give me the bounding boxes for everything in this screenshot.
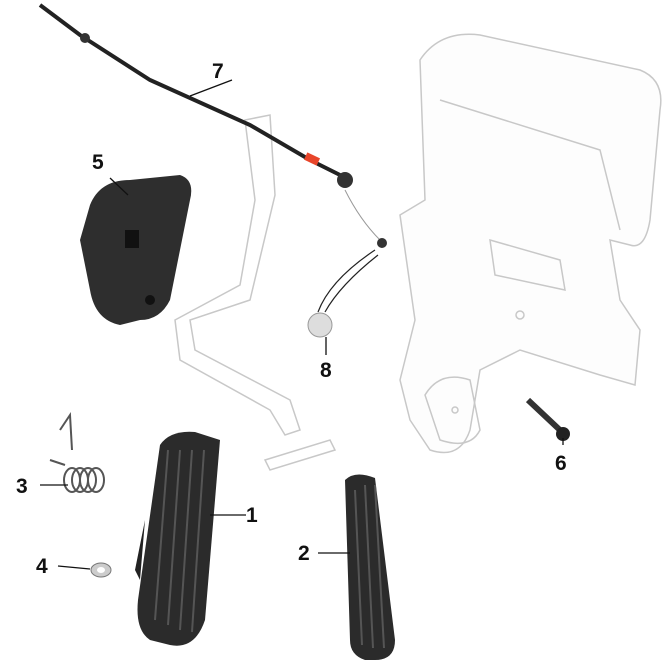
bolt bbox=[525, 397, 570, 441]
pedal-mount-bracket bbox=[80, 175, 192, 325]
callout-6: 6 bbox=[555, 452, 567, 475]
cable-bushing bbox=[307, 249, 379, 338]
pedal-bracket-outline bbox=[399, 33, 662, 454]
callout-7: 7 bbox=[212, 60, 224, 83]
callout-1: 1 bbox=[246, 504, 258, 527]
return-spring bbox=[49, 411, 105, 493]
callout-8: 8 bbox=[320, 359, 332, 382]
pedal-arm-outline bbox=[174, 114, 337, 471]
callout-5: 5 bbox=[92, 151, 104, 174]
callout-4: 4 bbox=[36, 555, 48, 578]
washer bbox=[90, 562, 112, 578]
pedal-pad bbox=[345, 474, 395, 660]
accelerator-pedal-assembly bbox=[135, 431, 220, 646]
callout-3: 3 bbox=[16, 475, 28, 498]
leader-lines bbox=[40, 79, 564, 570]
accelerator-cable bbox=[38, 3, 387, 248]
callout-2: 2 bbox=[298, 542, 310, 565]
